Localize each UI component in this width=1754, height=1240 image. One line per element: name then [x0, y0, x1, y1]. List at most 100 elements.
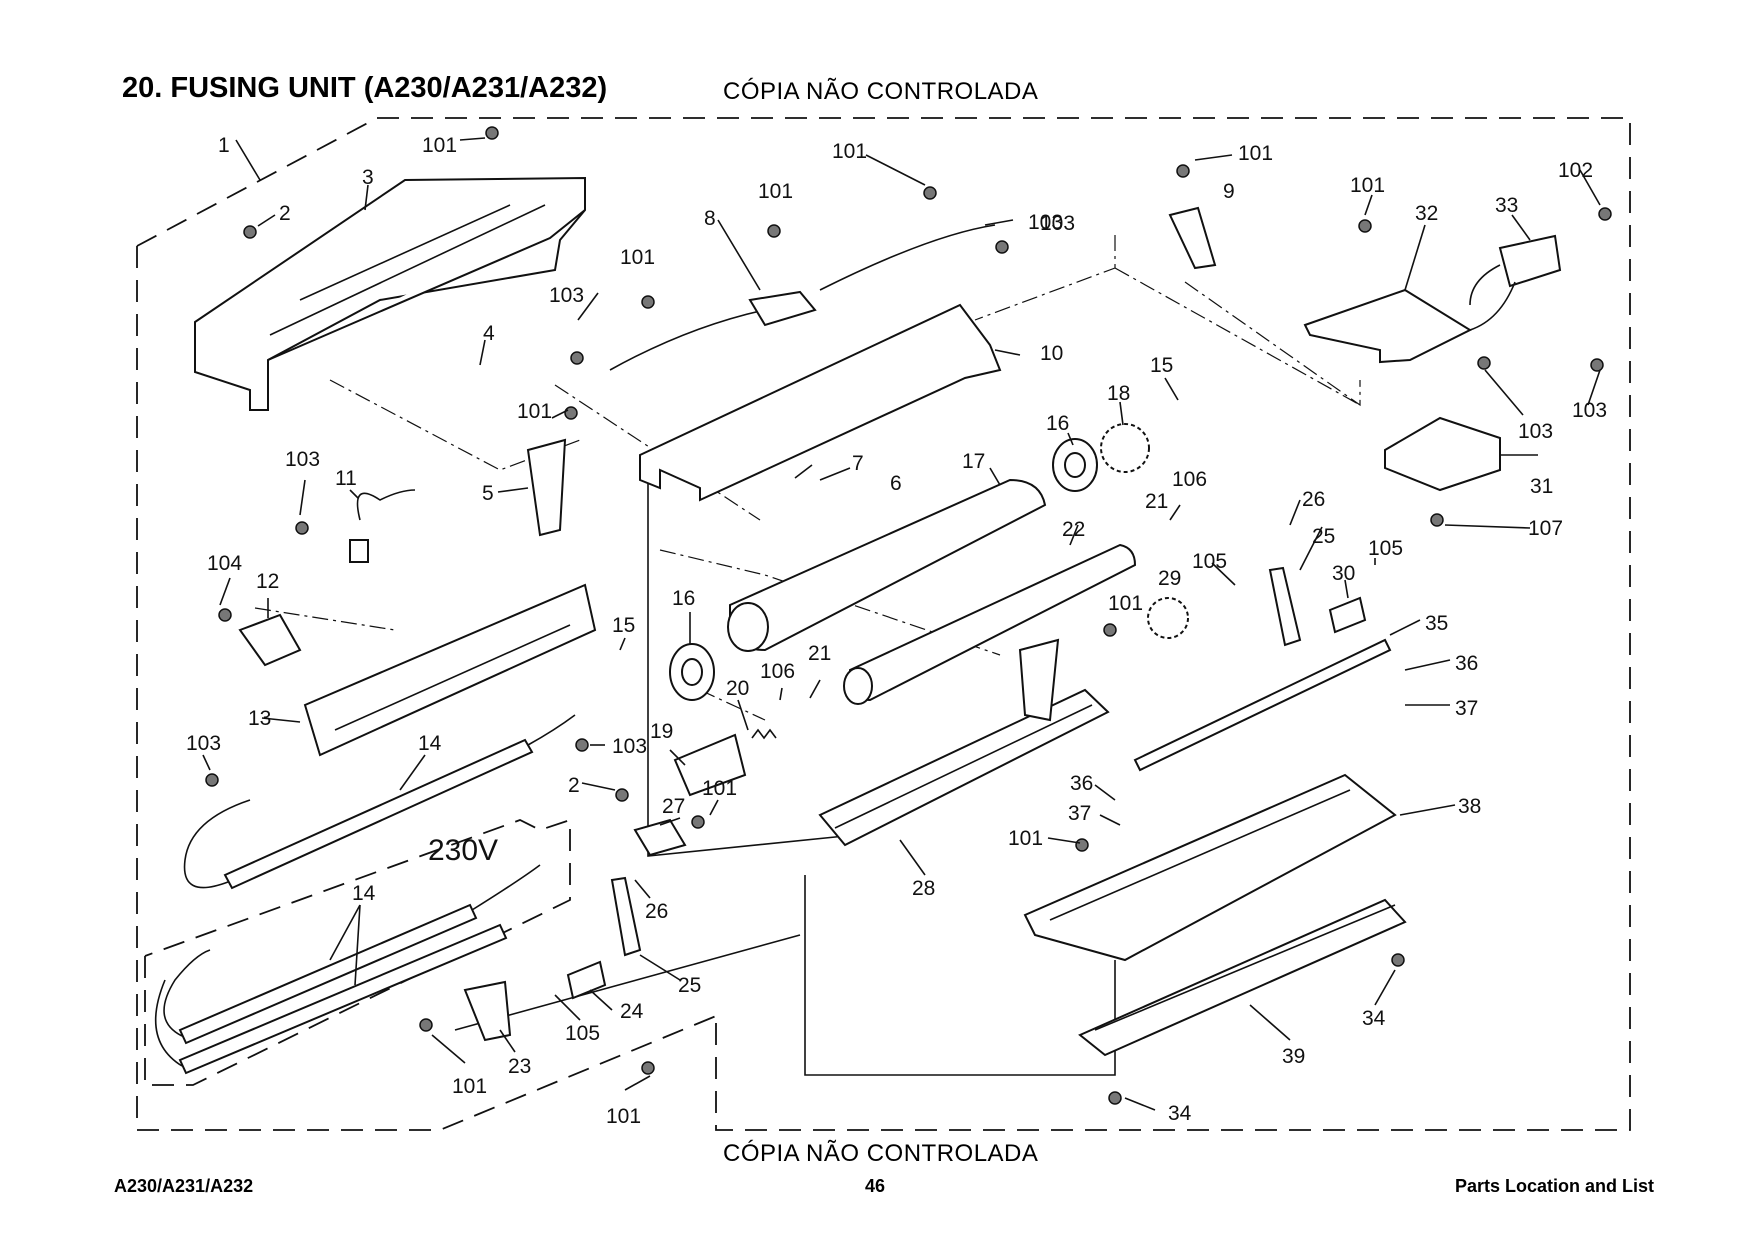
callout: 4: [483, 322, 495, 345]
callout: 27: [662, 795, 685, 818]
callout: 101: [702, 777, 737, 800]
callout: 2: [279, 202, 291, 225]
callout: 105: [1192, 550, 1227, 573]
callout: 101: [517, 400, 552, 423]
part-top-cover: [194, 176, 586, 411]
part-hot-roller-17: [727, 478, 1047, 652]
callout: 5: [482, 482, 494, 505]
callout: 101: [1008, 827, 1043, 850]
callout: 15: [612, 614, 635, 637]
callout: 3: [362, 166, 374, 189]
part-lever-25-left: [610, 876, 642, 957]
part-bracket-5: [526, 438, 567, 537]
part-thermostat-12: [238, 613, 302, 667]
callout: 103: [1572, 399, 1607, 422]
callout: 102: [1558, 159, 1593, 182]
callout: 103: [1518, 420, 1553, 443]
callout: 101: [1108, 592, 1143, 615]
callout: 37: [1068, 802, 1091, 825]
part-rod-35: [1133, 638, 1392, 772]
callout: 103: [186, 732, 221, 755]
callout: 7: [852, 452, 864, 475]
callout: 101: [620, 246, 655, 269]
watermark-top: CÓPIA NÃO CONTROLADA: [723, 78, 1039, 105]
callout: 15: [1150, 354, 1173, 377]
callout: 12: [256, 570, 279, 593]
callout: 33: [1495, 194, 1518, 217]
callout: 9: [1223, 180, 1235, 203]
callout: 39: [1282, 1045, 1305, 1068]
callout: 22: [1062, 518, 1085, 541]
callout: 103: [612, 735, 647, 758]
part-gear-29: [1147, 597, 1189, 639]
callout: 28: [912, 877, 935, 900]
part-plate-27: [633, 818, 687, 857]
callout: 107: [1528, 517, 1563, 540]
part-harness-bracket: [609, 224, 1002, 502]
callout: 105: [1368, 537, 1403, 560]
callout: 106: [1172, 468, 1207, 491]
part-bracket-9: [1168, 206, 1217, 270]
part-lower-tray-38: [1023, 773, 1397, 962]
callout: 10: [1040, 342, 1063, 365]
callout: 2: [568, 774, 580, 797]
part-bracket-32: [1303, 288, 1473, 364]
callout: 101: [606, 1105, 641, 1128]
callout: 101: [1238, 142, 1273, 165]
part-connector-33: [1498, 234, 1562, 288]
callout: 101: [452, 1075, 487, 1098]
watermark-bottom: CÓPIA NÃO CONTROLADA: [723, 1140, 1039, 1167]
callout: 38: [1458, 795, 1481, 818]
callout: 34: [1168, 1102, 1192, 1125]
callout: 14: [418, 732, 442, 755]
callout: 101: [422, 134, 457, 157]
callout: 29: [1158, 567, 1181, 590]
part-bracket-23: [463, 980, 512, 1042]
footer-section: Parts Location and List: [1454, 1176, 1654, 1196]
callout: 103: [285, 448, 320, 471]
part-lever-25-right: [1268, 566, 1302, 647]
callout: 34: [1362, 1007, 1386, 1030]
callouts: 1 101 3 2 4 8 101 101 101 103 101 103 9 …: [186, 134, 1607, 1128]
callout: 14: [352, 882, 376, 905]
leader-lines: [202, 137, 1601, 1111]
callout: 23: [508, 1055, 531, 1078]
callout: 103: [549, 284, 584, 307]
part-bushing-30: [1328, 596, 1367, 634]
callout: 26: [645, 900, 668, 923]
callout: 36: [1455, 652, 1478, 675]
callout: 103: [1028, 211, 1063, 234]
callout: 37: [1455, 697, 1478, 720]
callout: 11: [335, 467, 357, 490]
part-heater-lamp-14: [183, 714, 576, 890]
callout: 104: [207, 552, 242, 575]
callout: 25: [678, 974, 701, 997]
callout: 30: [1332, 562, 1355, 585]
callout: 101: [832, 140, 867, 163]
part-pressure-roller-22: [843, 543, 1137, 705]
callout: 1: [218, 134, 230, 157]
callout: 16: [1046, 412, 1069, 435]
footer-page-number: 46: [865, 1176, 886, 1196]
page-title: 20. FUSING UNIT (A230/A231/A232): [122, 72, 608, 104]
part-heater-lamps-230v: [154, 864, 541, 1075]
callout: 101: [758, 180, 793, 203]
callout: 36: [1070, 772, 1093, 795]
voltage-label: 230V: [428, 834, 498, 867]
callout: 13: [248, 707, 271, 730]
callout: 25: [1312, 525, 1335, 548]
callout: 26: [1302, 488, 1325, 511]
callout: 35: [1425, 612, 1448, 635]
part-gear-18: [1100, 423, 1150, 473]
callout: 24: [620, 1000, 644, 1023]
part-side-bracket-13: [303, 583, 597, 757]
part-spring-20: [751, 728, 777, 740]
footer-model: A230/A231/A232: [114, 1176, 254, 1196]
callout: 20: [726, 677, 749, 700]
callout: 8: [704, 207, 716, 230]
callout: 18: [1107, 382, 1130, 405]
callout: 103: [1040, 212, 1075, 235]
callout: 21: [808, 642, 831, 665]
callout: 21: [1145, 490, 1168, 513]
